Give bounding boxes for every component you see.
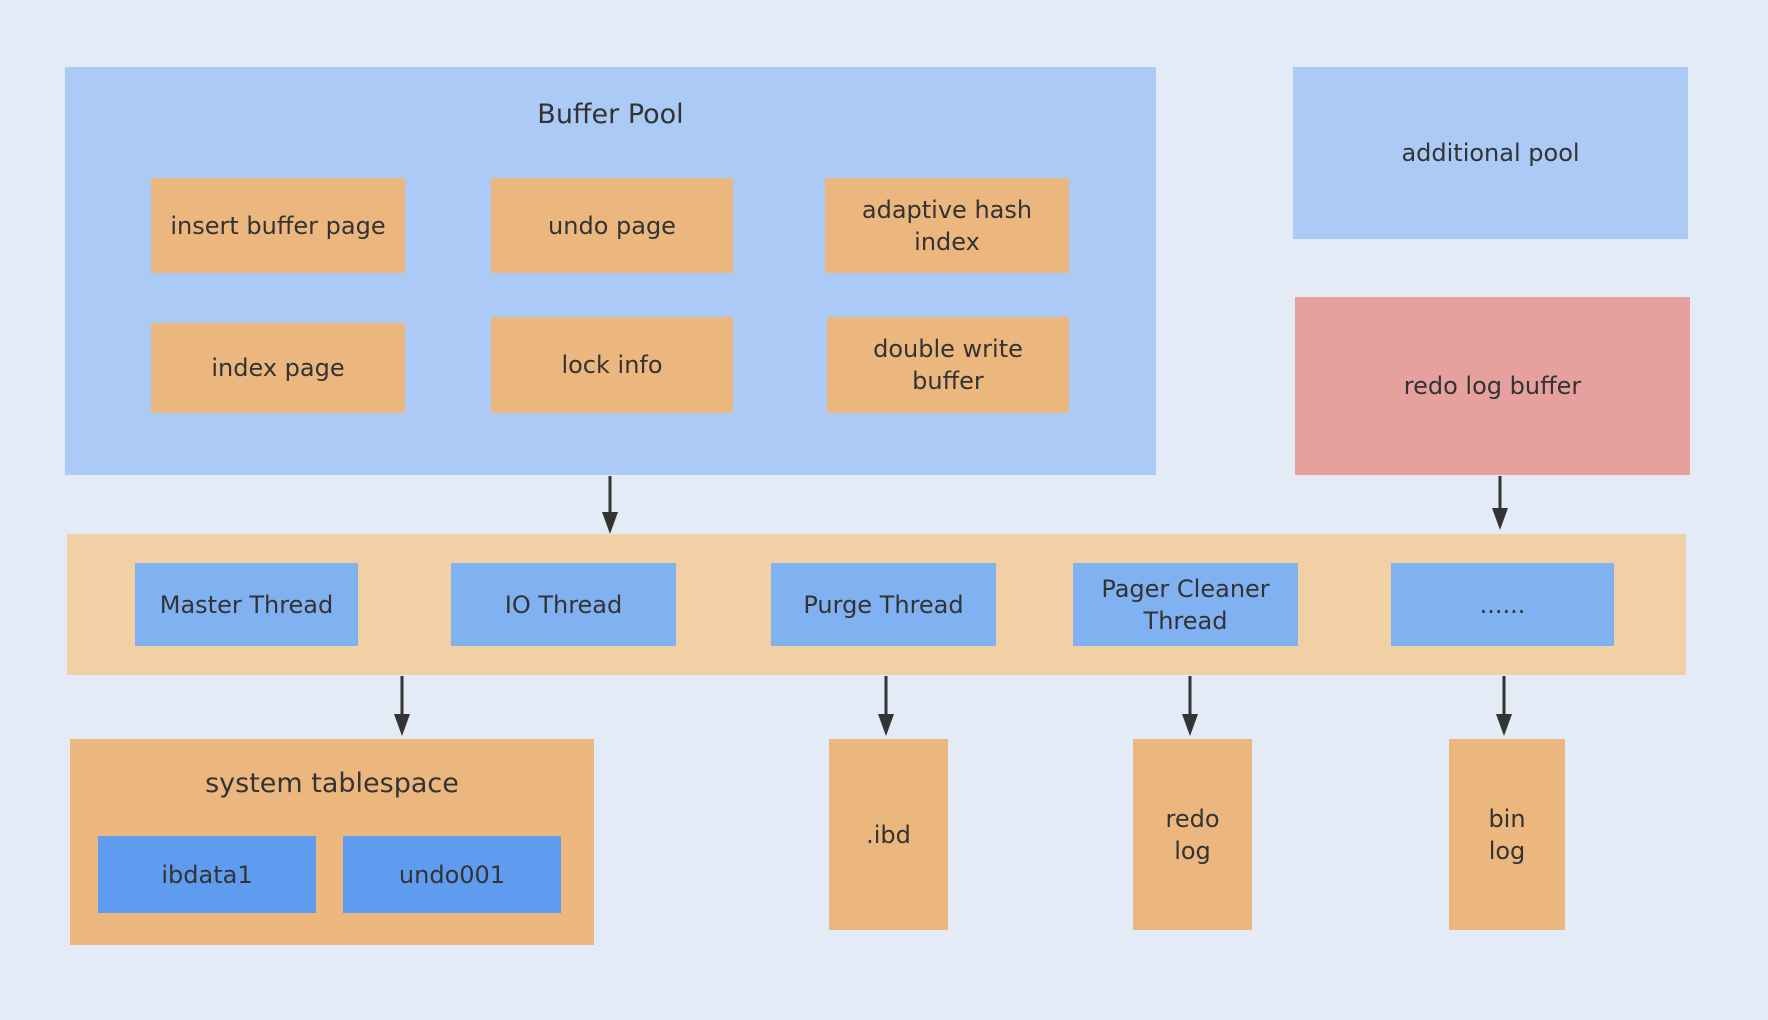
arrow-threads-to-ibd [878, 676, 894, 736]
adaptive-hash-index-box: adaptive hash index [825, 178, 1069, 273]
pager-cleaner-thread-box: Pager Cleaner Thread [1073, 563, 1298, 646]
arrow-buffer-pool-to-threads [602, 476, 618, 534]
ibd-file-box: .ibd [829, 739, 948, 930]
arrow-threads-to-redo-log [1182, 676, 1198, 736]
arrow-threads-to-system-tablespace [394, 676, 410, 736]
insert-buffer-page-box: insert buffer page [151, 178, 405, 273]
bin-log-file-box: bin log [1449, 739, 1565, 930]
undo-page-box: undo page [491, 178, 733, 273]
arrow-redo-buffer-to-threads [1492, 476, 1508, 530]
additional-pool-box: additional pool [1293, 67, 1688, 239]
index-page-box: index page [151, 323, 405, 413]
master-thread-box: Master Thread [135, 563, 358, 646]
undo001-box: undo001 [343, 836, 561, 913]
redo-log-buffer-box: redo log buffer [1295, 297, 1690, 475]
purge-thread-box: Purge Thread [771, 563, 996, 646]
arrow-threads-to-bin-log [1496, 676, 1512, 736]
buffer-pool-title: Buffer Pool [537, 99, 684, 130]
lock-info-box: lock info [491, 317, 733, 413]
io-thread-box: IO Thread [451, 563, 676, 646]
ibdata1-box: ibdata1 [98, 836, 316, 913]
double-write-buffer-box: double write buffer [827, 317, 1069, 413]
more-threads-box: ...... [1391, 563, 1614, 646]
system-tablespace-title: system tablespace [205, 768, 459, 799]
redo-log-file-box: redo log [1133, 739, 1252, 930]
